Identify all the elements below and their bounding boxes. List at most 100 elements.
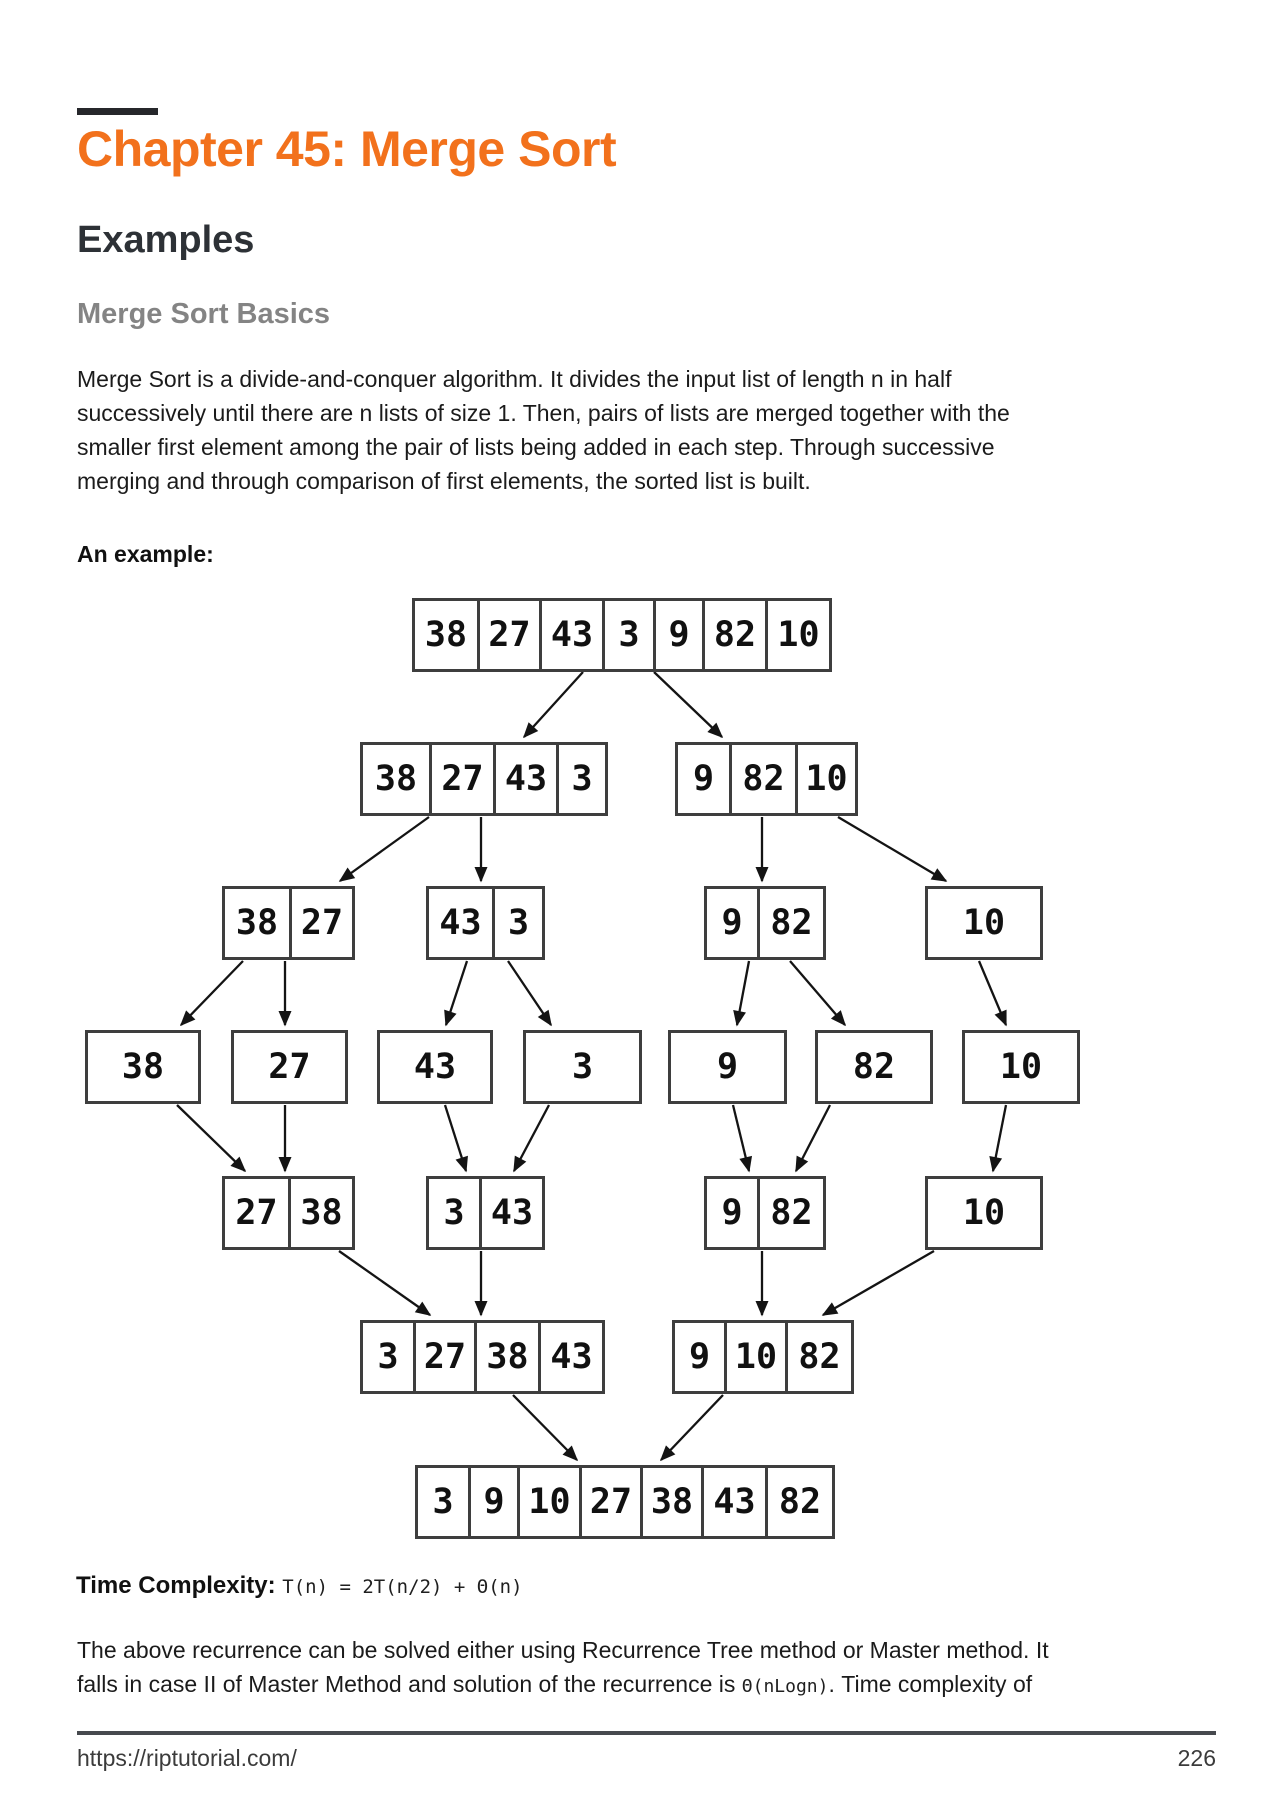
- closing-paragraph: The above recurrence can be solved eithe…: [77, 1633, 1049, 1704]
- merge-cell: 27: [477, 601, 539, 669]
- merge-cell: 38: [121, 1047, 165, 1087]
- merge-cell: 43: [439, 903, 482, 943]
- merge-cell: 82: [729, 745, 795, 813]
- merge-cell: 38: [424, 615, 468, 655]
- time-complexity-code: T(n) = 2T(n/2) + Θ(n): [282, 1576, 523, 1598]
- merge-arrow: [507, 960, 552, 1027]
- merge-cell: 3: [432, 1482, 454, 1522]
- merge-cell: 38: [474, 1323, 538, 1391]
- merge-arrow: [794, 1104, 832, 1173]
- closing-line-1: The above recurrence can be solved eithe…: [77, 1637, 1049, 1663]
- merge-box: 10: [925, 886, 1043, 960]
- closing-inline-code: Θ(nLogn): [741, 1676, 829, 1697]
- merge-cell: 9: [688, 1337, 711, 1377]
- merge-cell: 3: [492, 889, 542, 957]
- merge-arrow: [179, 960, 244, 1027]
- paragraph-line: successively until there are n lists of …: [77, 400, 1010, 426]
- merge-cell: 43: [538, 1323, 602, 1391]
- footer-url[interactable]: https://riptutorial.com/: [77, 1745, 297, 1771]
- merge-arrow: [989, 1104, 1008, 1173]
- merge-cell: 27: [235, 1193, 278, 1233]
- merge-arrow: [653, 671, 724, 739]
- merge-cell: 10: [999, 1047, 1043, 1087]
- merge-cell: 82: [852, 1047, 896, 1087]
- merge-cell: 10: [517, 1468, 579, 1536]
- merge-arrow: [176, 1104, 247, 1173]
- merge-cell: 27: [413, 1323, 474, 1391]
- merge-cell: 9: [468, 1468, 517, 1536]
- merge-cell: 43: [701, 1468, 765, 1536]
- merge-cell: 3: [556, 745, 605, 813]
- merge-box: 9: [668, 1030, 787, 1104]
- merge-arrow: [731, 1104, 753, 1173]
- merge-arrow: [659, 1394, 724, 1462]
- merge-arrow: [821, 1250, 935, 1316]
- merge-cell: 9: [692, 759, 715, 799]
- merge-cell: 10: [962, 1193, 1006, 1233]
- time-complexity-colon: :: [267, 1572, 283, 1599]
- merge-cell: 10: [765, 601, 829, 669]
- merge-cell: 38: [374, 759, 418, 799]
- merge-cell: 82: [757, 889, 823, 957]
- merge-box: 38: [85, 1030, 201, 1104]
- merge-cell: 82: [785, 1323, 851, 1391]
- merge-cell: 43: [539, 601, 602, 669]
- closing-line-2: falls in case II of Master Method and so…: [77, 1667, 1049, 1704]
- merge-cell: 82: [757, 1179, 823, 1247]
- merge-cell: 27: [289, 889, 352, 957]
- merge-cell: 38: [288, 1179, 352, 1247]
- merge-cell: 38: [640, 1468, 701, 1536]
- time-complexity-label: Time Complexity: [76, 1572, 268, 1599]
- merge-box: 3: [523, 1030, 642, 1104]
- merge-cell: 43: [413, 1047, 457, 1087]
- merge-cell: 82: [702, 601, 765, 669]
- merge-arrow: [977, 960, 1008, 1027]
- merge-arrow: [733, 960, 751, 1027]
- merge-arrow: [443, 1104, 468, 1173]
- merge-cell: 10: [795, 745, 855, 813]
- merge-cell: 10: [962, 903, 1006, 943]
- merge-cell: 9: [721, 903, 743, 943]
- merge-cell: 9: [653, 601, 702, 669]
- subsection-heading-merge-sort-basics: Merge Sort Basics: [77, 298, 331, 330]
- footer-page-number: 226: [1177, 1745, 1216, 1771]
- merge-arrow: [522, 671, 584, 739]
- merge-cell: 43: [479, 1179, 542, 1247]
- paragraph-line: merging and through comparison of first …: [77, 468, 811, 494]
- closing-line-2-text: falls in case II of Master Method and so…: [77, 1671, 742, 1697]
- paragraph-line: Merge Sort is a divide-and-conquer algor…: [77, 366, 952, 392]
- merge-arrow: [512, 1104, 551, 1173]
- merge-arrow: [837, 816, 948, 882]
- merge-cell: 3: [602, 601, 653, 669]
- merge-cell: 27: [429, 745, 493, 813]
- merge-cell: 10: [724, 1323, 785, 1391]
- merge-box: 43: [377, 1030, 493, 1104]
- page-title: Chapter 45: Merge Sort: [77, 121, 617, 177]
- merge-cell: 43: [493, 745, 556, 813]
- merge-box: 27: [231, 1030, 348, 1104]
- merge-cell: 3: [443, 1193, 465, 1233]
- merge-arrow: [512, 1394, 579, 1462]
- merge-arrow: [789, 960, 846, 1027]
- merge-cell: 82: [765, 1468, 832, 1536]
- merge-box: 10: [925, 1176, 1043, 1250]
- merge-cell: 3: [377, 1337, 399, 1377]
- section-heading-examples: Examples: [77, 219, 255, 261]
- example-label: An example:: [77, 541, 214, 567]
- closing-line-2-tail: . Time complexity of: [828, 1671, 1033, 1697]
- merge-cell: 27: [579, 1468, 640, 1536]
- merge-arrow: [444, 960, 469, 1027]
- merge-arrow: [338, 816, 430, 882]
- time-complexity-line: Time Complexity: T(n) = 2T(n/2) + Θ(n): [76, 1572, 523, 1600]
